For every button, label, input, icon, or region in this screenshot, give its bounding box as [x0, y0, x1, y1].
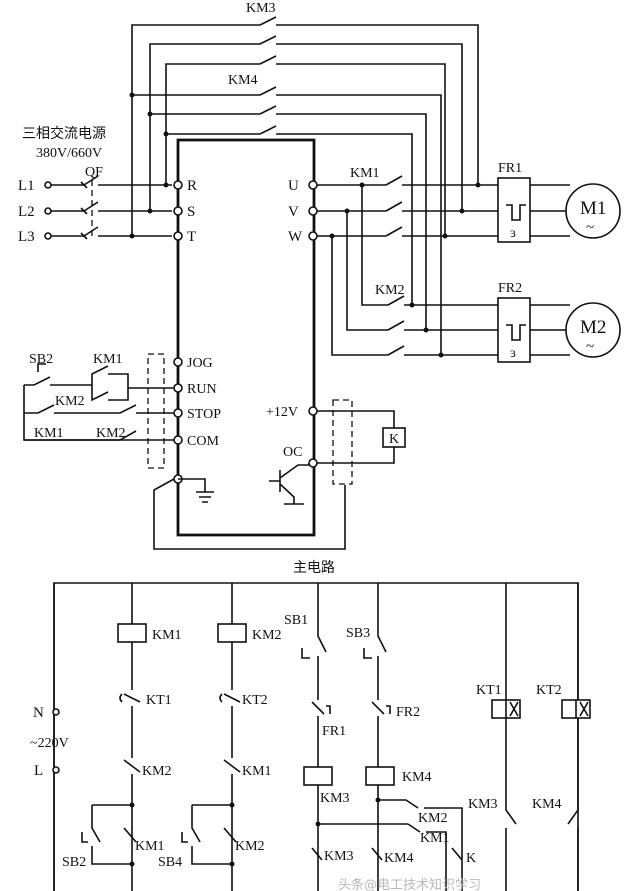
ctrl-km2-a: KM2	[55, 394, 85, 409]
km3-label: KM3	[246, 1, 276, 16]
svg-text:KM2: KM2	[142, 764, 172, 779]
svg-text:KM4: KM4	[384, 851, 414, 866]
breaker-label: QF	[85, 165, 103, 180]
svg-text:KM2: KM2	[235, 839, 265, 854]
source-title: 三相交流电源	[22, 125, 106, 142]
svg-text:M1: M1	[580, 198, 606, 219]
terminal-r: R	[187, 178, 197, 194]
km2-label: KM2	[375, 283, 405, 298]
svg-text:JOG: JOG	[187, 356, 213, 371]
ground-return	[153, 478, 346, 550]
svg-text:FR2: FR2	[396, 705, 420, 720]
relay-output: +12V OC K	[266, 399, 406, 505]
svg-text:~: ~	[586, 339, 594, 355]
plus12v-label: +12V	[266, 405, 298, 420]
svg-text:KM4: KM4	[532, 797, 562, 812]
svg-text:KT1: KT1	[476, 683, 502, 698]
terminal-t: T	[187, 229, 196, 245]
svg-text:SB1: SB1	[284, 613, 308, 628]
phase-l3: L3	[18, 229, 35, 245]
svg-text:FR1: FR1	[322, 724, 346, 739]
ctrl-km2-b: KM2	[96, 426, 126, 441]
n-label: N	[33, 705, 44, 721]
svg-text:KM4: KM4	[402, 770, 432, 785]
fr2-label: FR2	[498, 281, 522, 296]
power-circuit: 三相交流电源 380V/660V QF L1 L2 L3 KM3	[18, 1, 621, 550]
km4-label: KM4	[228, 73, 258, 88]
terminal-u: U	[288, 178, 299, 194]
km1-label: KM1	[350, 166, 380, 181]
svg-text:SB4: SB4	[158, 855, 182, 870]
km2-branch: KM2 KT2 KM1 KM2 SB4	[158, 583, 282, 891]
phase-l2: L2	[18, 204, 35, 220]
svg-text:KM1: KM1	[420, 831, 450, 846]
ctrl-km1-a: KM1	[93, 352, 123, 367]
fr1-label: FR1	[498, 161, 522, 176]
svg-text:KM2: KM2	[252, 628, 282, 643]
svg-text:KM3: KM3	[320, 791, 350, 806]
oc-label: OC	[283, 445, 302, 460]
svg-text:KM3: KM3	[468, 797, 498, 812]
svg-text:STOP: STOP	[187, 407, 221, 422]
km4-branch: SB3 FR2 KM4 KM2 KM1 KM4 K	[346, 583, 476, 891]
km1-output: KM1	[317, 166, 498, 239]
motor-m1: M1 ~	[565, 183, 621, 239]
svg-text:KM2: KM2	[418, 811, 448, 826]
svg-text:SB3: SB3	[346, 626, 370, 641]
svg-text:~: ~	[586, 220, 594, 236]
run-stop-wiring: SB2 KM1 KM2 KM1 KM2	[23, 352, 174, 441]
control-terminals: JOG RUN STOP COM	[147, 353, 221, 484]
bypass-lines	[131, 16, 479, 355]
kt-branches: KT1 KM3 KT2 KM4	[468, 583, 591, 891]
fr2-overload: ɜ FR2	[497, 281, 570, 363]
terminal-s: S	[187, 204, 195, 220]
svg-text:RUN: RUN	[187, 382, 217, 397]
l-label: L	[34, 763, 43, 779]
phase-l1: L1	[18, 178, 35, 194]
terminal-v: V	[288, 204, 299, 220]
fr1-overload: ɜ FR1	[497, 161, 570, 243]
svg-text:SB2: SB2	[62, 855, 86, 870]
relay-k: K	[389, 432, 399, 447]
svg-text:KM1: KM1	[242, 764, 272, 779]
voltage-label: ~220V	[30, 736, 69, 751]
motor-m2: M2 ~	[565, 302, 621, 358]
ctrl-km1-b: KM1	[34, 426, 64, 441]
svg-text:COM: COM	[187, 434, 219, 449]
circuit-title: 主电路	[293, 560, 335, 576]
source-voltage: 380V/660V	[36, 146, 102, 161]
terminal-w: W	[288, 229, 303, 245]
control-circuit: 主电路 N ~220V L KM1 KT1 KM2 KM1 SB2	[30, 560, 591, 891]
sb2-label: SB2	[29, 352, 53, 367]
svg-text:M2: M2	[580, 317, 606, 338]
svg-text:KT2: KT2	[536, 683, 562, 698]
svg-text:KM3: KM3	[324, 849, 354, 864]
km3-branch: SB1 FR1 KM3 KM3	[284, 583, 408, 891]
svg-text:KT2: KT2	[242, 693, 268, 708]
svg-text:KT1: KT1	[146, 693, 172, 708]
qf-breaker	[44, 175, 172, 240]
svg-text:KM1: KM1	[135, 839, 165, 854]
svg-text:ɜ: ɜ	[510, 226, 516, 241]
svg-text:KM1: KM1	[152, 628, 182, 643]
inverter-box: R S T U V W	[173, 138, 318, 537]
km1-branch: KM1 KT1 KM2 KM1 SB2	[62, 583, 182, 891]
svg-text:K: K	[466, 851, 476, 866]
svg-text:ɜ: ɜ	[510, 346, 516, 361]
watermark: 头条@电工技术知识学习	[338, 877, 481, 891]
km2-output: KM2	[331, 185, 498, 358]
